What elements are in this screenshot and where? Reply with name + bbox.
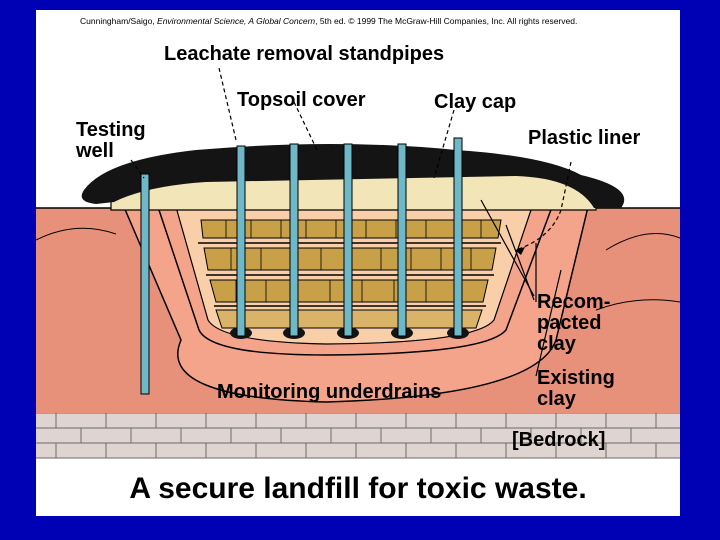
landfill-diagram: [36, 67, 680, 459]
label-existing-clay: Existing clay: [537, 367, 615, 410]
leachate-standpipes: [236, 137, 463, 337]
slide: Cunningham/Saigo, Environmental Science,…: [36, 10, 680, 516]
testing-well-pipe: [140, 173, 150, 395]
label-leachate-standpipes: Leachate removal standpipes: [164, 43, 445, 65]
credit-authors: Cunningham/Saigo,: [80, 16, 158, 26]
label-topsoil-cover: Topsoil cover: [237, 89, 366, 111]
label-monitoring-underdrains: Monitoring underdrains: [217, 381, 442, 403]
label-recompacted-clay: Recom- pacted clay: [537, 291, 611, 355]
slide-caption: A secure landfill for toxic waste.: [129, 472, 587, 505]
label-bedrock: [Bedrock]: [512, 429, 606, 451]
copyright-credit: Cunningham/Saigo, Environmental Science,…: [80, 16, 577, 26]
credit-book-title: Environmental Science, A Global Concern: [157, 16, 316, 26]
plastic-liner-line: [157, 206, 553, 356]
topsoil-cover-layer: [81, 144, 625, 208]
label-testing-well: Testing well: [76, 119, 146, 162]
label-clay-cap: Clay cap: [434, 91, 517, 113]
bedrock-layer: [36, 412, 680, 459]
clay-leaders: [480, 199, 562, 377]
label-plastic-liner: Plastic liner: [528, 127, 641, 149]
credit-publisher: , 5th ed. © 1999 The McGraw-Hill Compani…: [315, 16, 578, 26]
label-bedrock-text: Bedrock: [518, 429, 599, 451]
label-leaders: [130, 67, 572, 251]
